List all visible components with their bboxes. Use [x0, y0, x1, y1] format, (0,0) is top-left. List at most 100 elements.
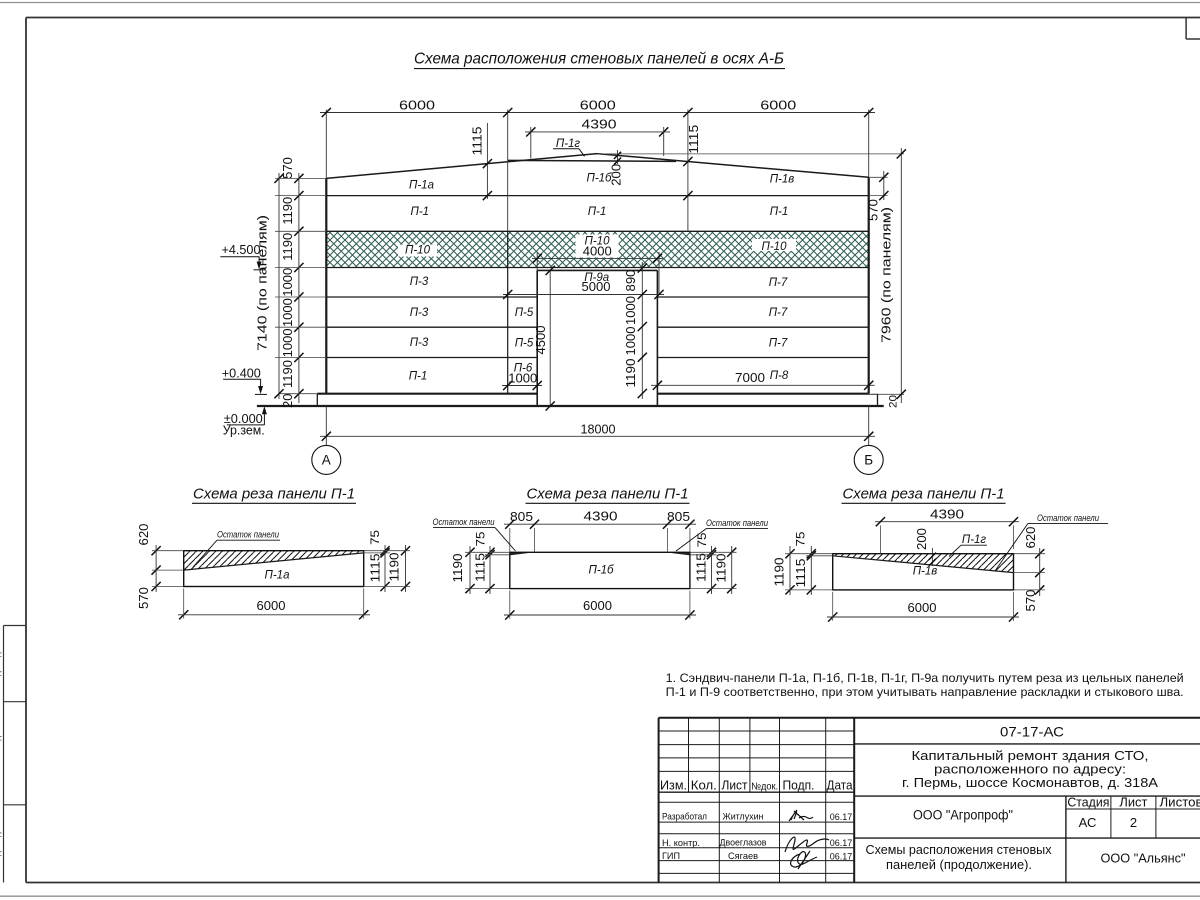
svg-text:890: 890: [623, 270, 638, 292]
svg-text:1190: 1190: [280, 197, 295, 225]
svg-text:П-10: П-10: [762, 241, 788, 253]
svg-text:570: 570: [280, 157, 295, 179]
svg-text:Капитальный ремонт здания СТО,: Капитальный ремонт здания СТО,: [912, 748, 1149, 763]
svg-text:Инв. № подл.: Инв. № подл.: [0, 730, 2, 777]
svg-text:6000: 6000: [760, 97, 796, 112]
svg-text:Изм.: Изм.: [660, 779, 687, 793]
svg-text:06.17: 06.17: [830, 812, 853, 822]
svg-text:620: 620: [1023, 527, 1038, 549]
svg-text:Б: Б: [864, 453, 873, 468]
svg-text:6000: 6000: [583, 599, 612, 613]
svg-text:ООО "Агропроф": ООО "Агропроф": [913, 808, 1013, 823]
svg-text:+0.400: +0.400: [222, 366, 261, 380]
svg-text:20: 20: [280, 394, 295, 408]
svg-text:Схема расположения стеновых па: Схема расположения стеновых панелей в ос…: [414, 51, 784, 68]
svg-text:4390: 4390: [584, 509, 618, 524]
svg-text:П-1а: П-1а: [409, 179, 434, 191]
svg-text:Остаток панели: Остаток панели: [217, 530, 280, 541]
svg-text:570: 570: [136, 587, 151, 609]
svg-text:6000: 6000: [908, 601, 937, 615]
svg-text:570: 570: [1023, 590, 1038, 612]
svg-text:5000: 5000: [582, 279, 611, 294]
svg-text:6000: 6000: [399, 97, 435, 112]
svg-text:№док.: №док.: [751, 782, 778, 793]
svg-text:П-1в: П-1в: [913, 566, 938, 578]
svg-text:1115: 1115: [793, 559, 808, 588]
svg-text:1115: 1115: [472, 553, 487, 582]
svg-text:20: 20: [888, 395, 900, 408]
svg-text:Подп. и дата: Подп. и дата: [0, 640, 2, 685]
svg-text:1190: 1190: [714, 554, 729, 583]
svg-text:П-3: П-3: [410, 307, 429, 319]
svg-text:18000: 18000: [581, 422, 616, 436]
svg-text:Кол.: Кол.: [691, 779, 717, 793]
svg-text:1190: 1190: [387, 553, 402, 582]
svg-text:Двоеглазов: Двоеглазов: [720, 838, 767, 849]
svg-text:П-7: П-7: [769, 338, 788, 350]
svg-text:1000: 1000: [623, 296, 638, 325]
svg-text:6000: 6000: [580, 97, 616, 112]
svg-text:П-1: П-1: [770, 206, 789, 218]
svg-text:7140 (по панелям): 7140 (по панелям): [256, 215, 270, 351]
svg-text:П-3: П-3: [410, 276, 429, 288]
svg-text:Остаток панели: Остаток панели: [706, 518, 769, 529]
svg-text:Сягаев: Сягаев: [728, 851, 758, 862]
svg-text:ГИП: ГИП: [662, 851, 680, 862]
svg-text:4500: 4500: [533, 326, 548, 355]
svg-text:±0.000: ±0.000: [224, 412, 263, 426]
svg-text:П-9а: П-9а: [584, 272, 609, 284]
svg-text:Схема реза панели П-1: Схема реза панели П-1: [527, 486, 689, 503]
svg-text:Остаток панели: Остаток панели: [1037, 513, 1100, 524]
svg-text:Дата: Дата: [827, 779, 853, 793]
svg-text:Разработал: Разработал: [662, 812, 707, 823]
svg-text:П-1: П-1: [588, 206, 607, 218]
svg-text:1115: 1115: [368, 554, 383, 583]
svg-text:П-5: П-5: [515, 307, 534, 319]
svg-text:1190: 1190: [772, 558, 787, 587]
svg-text:805: 805: [510, 510, 533, 524]
svg-text:75: 75: [794, 531, 808, 546]
svg-text:06.17: 06.17: [830, 838, 853, 848]
svg-text:П-7: П-7: [769, 307, 788, 319]
svg-text:П-10: П-10: [405, 245, 431, 257]
svg-text:Остаток панели: Остаток панели: [433, 517, 496, 528]
svg-text:Лист: Лист: [1119, 796, 1147, 810]
svg-text:П-1г: П-1г: [962, 534, 987, 546]
svg-text:+4.500: +4.500: [222, 243, 261, 257]
svg-text:75: 75: [368, 530, 382, 545]
svg-text:620: 620: [136, 524, 151, 546]
svg-text:г. Пермь, шоссе Космонавтов, д: г. Пермь, шоссе Космонавтов, д. 318А: [902, 775, 1158, 790]
svg-text:Ур.зем.: Ур.зем.: [223, 423, 265, 437]
svg-text:Схемы расположения стеновых: Схемы расположения стеновых: [866, 842, 1052, 857]
svg-text:4390: 4390: [930, 506, 964, 521]
svg-text:1000: 1000: [623, 327, 638, 356]
svg-text:Стадия: Стадия: [1067, 796, 1109, 810]
svg-text:1. Сэндвич-панели П-1а, П-1б,: 1. Сэндвич-панели П-1а, П-1б, П-1в, П-1г…: [666, 671, 1184, 685]
svg-text:П-5: П-5: [515, 338, 534, 350]
svg-text:1115: 1115: [694, 553, 709, 582]
svg-text:ООО "Альянс": ООО "Альянс": [1101, 851, 1186, 866]
svg-text:805: 805: [667, 510, 690, 524]
svg-text:1190: 1190: [280, 233, 295, 261]
svg-text:75: 75: [474, 531, 488, 546]
svg-text:П-1 и П-9 соответственно, при: П-1 и П-9 соответственно, при этом учиты…: [666, 685, 1184, 699]
svg-text:1190: 1190: [450, 554, 465, 583]
svg-text:1115: 1115: [686, 125, 701, 154]
svg-text:1190: 1190: [623, 359, 638, 388]
svg-text:1000: 1000: [280, 268, 295, 297]
svg-text:Подп. и дата: Подп. и дата: [0, 820, 2, 865]
svg-text:Н. контр.: Н. контр.: [662, 838, 700, 849]
svg-text:Схема реза панели П-1: Схема реза панели П-1: [193, 486, 355, 503]
svg-text:7960 (по панелям): 7960 (по панелям): [880, 207, 894, 343]
svg-text:расположенного по адресу:: расположенного по адресу:: [934, 762, 1126, 777]
svg-text:1115: 1115: [469, 127, 484, 156]
svg-text:П-1б: П-1б: [586, 172, 612, 184]
svg-text:А: А: [322, 453, 331, 468]
svg-text:Листов: Листов: [1160, 796, 1200, 810]
svg-text:АС: АС: [1079, 815, 1097, 830]
svg-text:панелей (продолжение).: панелей (продолжение).: [886, 857, 1032, 872]
svg-text:П-8: П-8: [770, 370, 789, 382]
svg-text:П-1б: П-1б: [588, 565, 614, 577]
svg-text:П-1г: П-1г: [556, 138, 581, 150]
svg-text:Схема реза панели П-1: Схема реза панели П-1: [843, 486, 1005, 503]
